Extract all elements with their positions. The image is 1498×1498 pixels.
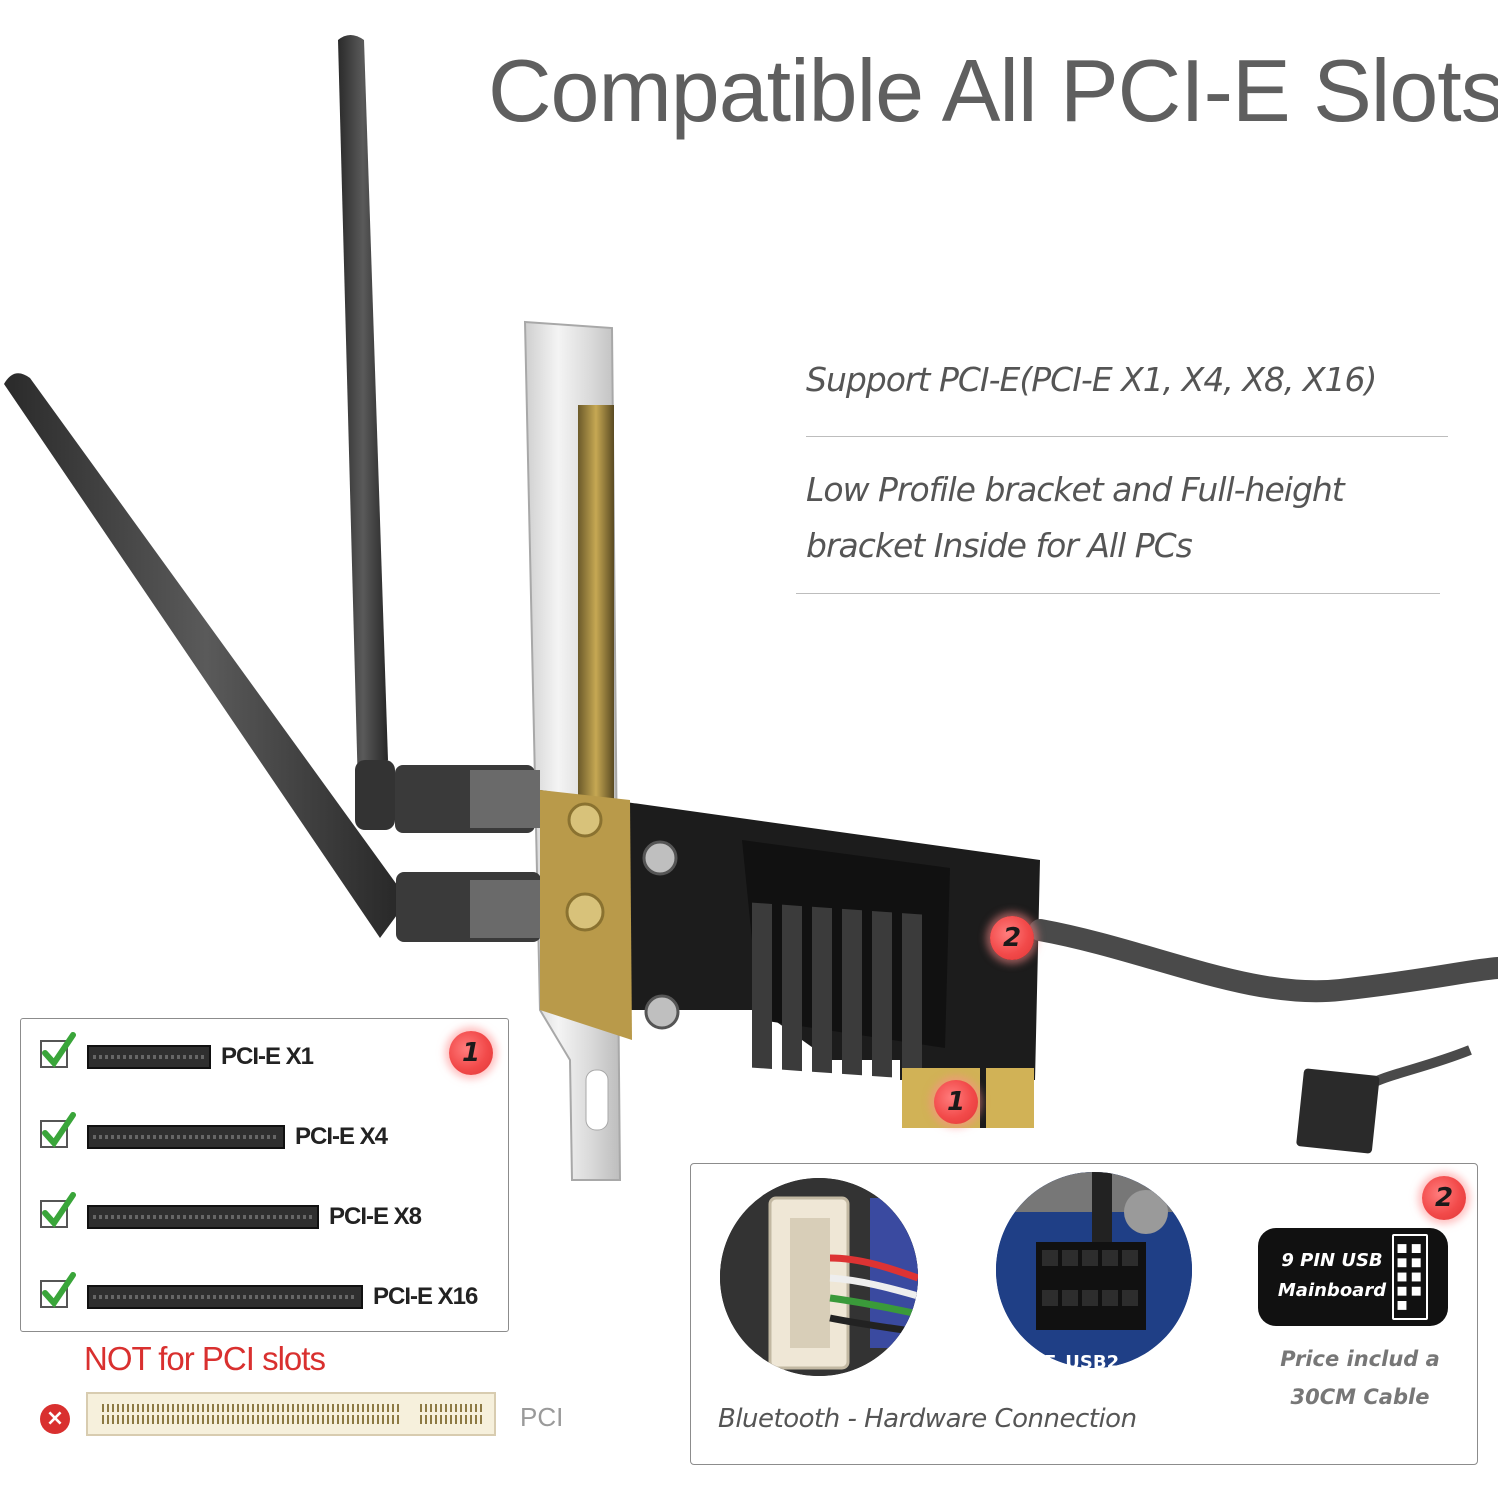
check-icon xyxy=(40,1032,76,1068)
usb-pin-grid-icon xyxy=(1392,1234,1428,1320)
antenna-front xyxy=(4,373,542,942)
check-icon xyxy=(40,1112,76,1148)
badge-header-connector: 2 xyxy=(990,916,1034,960)
header-label: F_USB2 xyxy=(1044,1352,1120,1373)
slot-label: PCI-E X16 xyxy=(373,1283,478,1310)
price-note: Price includ a 30CM Cable xyxy=(1280,1347,1440,1409)
slot-graphic-x1 xyxy=(87,1045,211,1069)
motherboard-header-illustration xyxy=(996,1172,1192,1368)
check-icon xyxy=(40,1192,76,1228)
pin-grid xyxy=(1397,1244,1421,1310)
slot-row-x16: PCI-E X16 xyxy=(21,1269,508,1329)
pci-label: PCI xyxy=(520,1402,564,1432)
check-icon xyxy=(40,1272,76,1308)
x-circle-icon: × xyxy=(40,1404,70,1434)
bluetooth-caption: Bluetooth - Hardware Connection xyxy=(718,1404,1137,1434)
pci-slot-graphic xyxy=(86,1392,496,1436)
usb-header-label: 9 PIN USB Mainboard xyxy=(1277,1250,1387,1301)
metal-bracket xyxy=(523,320,622,1181)
slot-graphic-x16 xyxy=(87,1285,363,1309)
slot-label: PCI-E X8 xyxy=(329,1203,422,1230)
divider xyxy=(796,593,1440,594)
slot-row-x4: PCI-E X4 xyxy=(21,1109,508,1169)
page-title: Compatible All PCI-E Slots xyxy=(488,41,1498,140)
antenna-rear xyxy=(338,35,540,833)
compatible-slots-panel: 1 PCI-E X1 PCI-E X4 PCI-E X8 PCI-E X16 xyxy=(20,1018,509,1332)
badge-pcie-slot: 1 xyxy=(934,1080,978,1124)
heatsink xyxy=(742,840,950,1080)
slot-row-x1: PCI-E X1 xyxy=(21,1029,508,1089)
pci-pins xyxy=(420,1404,484,1424)
slot-graphic-x8 xyxy=(87,1205,319,1229)
divider xyxy=(806,436,1448,437)
connector-closeup-photo xyxy=(720,1178,918,1376)
slot-label: PCI-E X1 xyxy=(221,1043,314,1070)
feature-pcie-support: Support PCI-E(PCI-E X1, X4, X8, X16) xyxy=(806,360,1377,399)
motherboard-header-photo xyxy=(996,1172,1192,1368)
pci-pins xyxy=(102,1404,402,1424)
feature-bracket: Low Profile bracket and Full-height brac… xyxy=(806,470,1345,565)
not-for-pci-warning: NOT for PCI slots xyxy=(84,1340,326,1377)
slot-label: PCI-E X4 xyxy=(295,1123,388,1150)
badge-slots: 1 xyxy=(449,1031,493,1075)
slot-row-x8: PCI-E X8 xyxy=(21,1189,508,1249)
slot-graphic-x4 xyxy=(87,1125,285,1149)
usb-cable xyxy=(1029,919,1498,1154)
badge-bluetooth: 2 xyxy=(1422,1176,1466,1220)
connector-closeup-illustration xyxy=(720,1178,918,1376)
